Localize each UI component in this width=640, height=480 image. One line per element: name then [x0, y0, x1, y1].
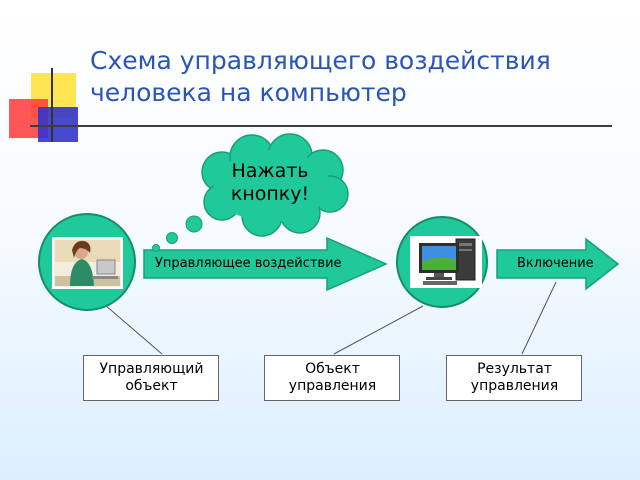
control-result-box [446, 355, 582, 401]
control-result-label-line-1: Результат [477, 361, 552, 377]
controlled-object-label-line-1: Объект [305, 361, 360, 377]
turn-on-arrow [496, 237, 620, 291]
page-title-line-1: Схема управляющего воздействия [90, 46, 551, 75]
control-action-label: Управляющее воздействие [155, 256, 342, 271]
controlled-object-circle [396, 216, 488, 308]
person-at-desk-icon [52, 237, 123, 289]
page-title-line-2: человека на компьютер [90, 78, 407, 107]
thought-bubble-text: Нажать кнопку! [210, 160, 330, 206]
controlled-object-label-line-2: управления [288, 378, 377, 394]
controlled-object-label: Объект управления [265, 361, 400, 395]
thought-bubble [152, 133, 349, 252]
connector-controlling-object [104, 304, 163, 355]
controlling-object-circle [38, 213, 136, 311]
controlled-object-box [264, 355, 400, 401]
controlling-object-label: Управляющий объект [84, 361, 219, 395]
controlling-object-label-line-1: Управляющий [99, 361, 204, 377]
thought-bubble-line-2: кнопку! [230, 183, 310, 205]
control-result-label: Результат управления [447, 361, 582, 395]
decorative-squares [9, 68, 78, 142]
desktop-computer-icon [410, 236, 482, 288]
thought-bubble-line-1: Нажать [231, 160, 309, 182]
controlling-object-box [83, 355, 219, 401]
controlling-object-label-line-2: объект [125, 378, 178, 394]
turn-on-label: Включение [517, 256, 594, 271]
blue-square [38, 107, 78, 142]
connector-controlled-object [333, 305, 424, 355]
connector-control-result [521, 281, 557, 355]
control-result-label-line-2: управления [470, 378, 559, 394]
control-action-arrow [143, 236, 388, 292]
